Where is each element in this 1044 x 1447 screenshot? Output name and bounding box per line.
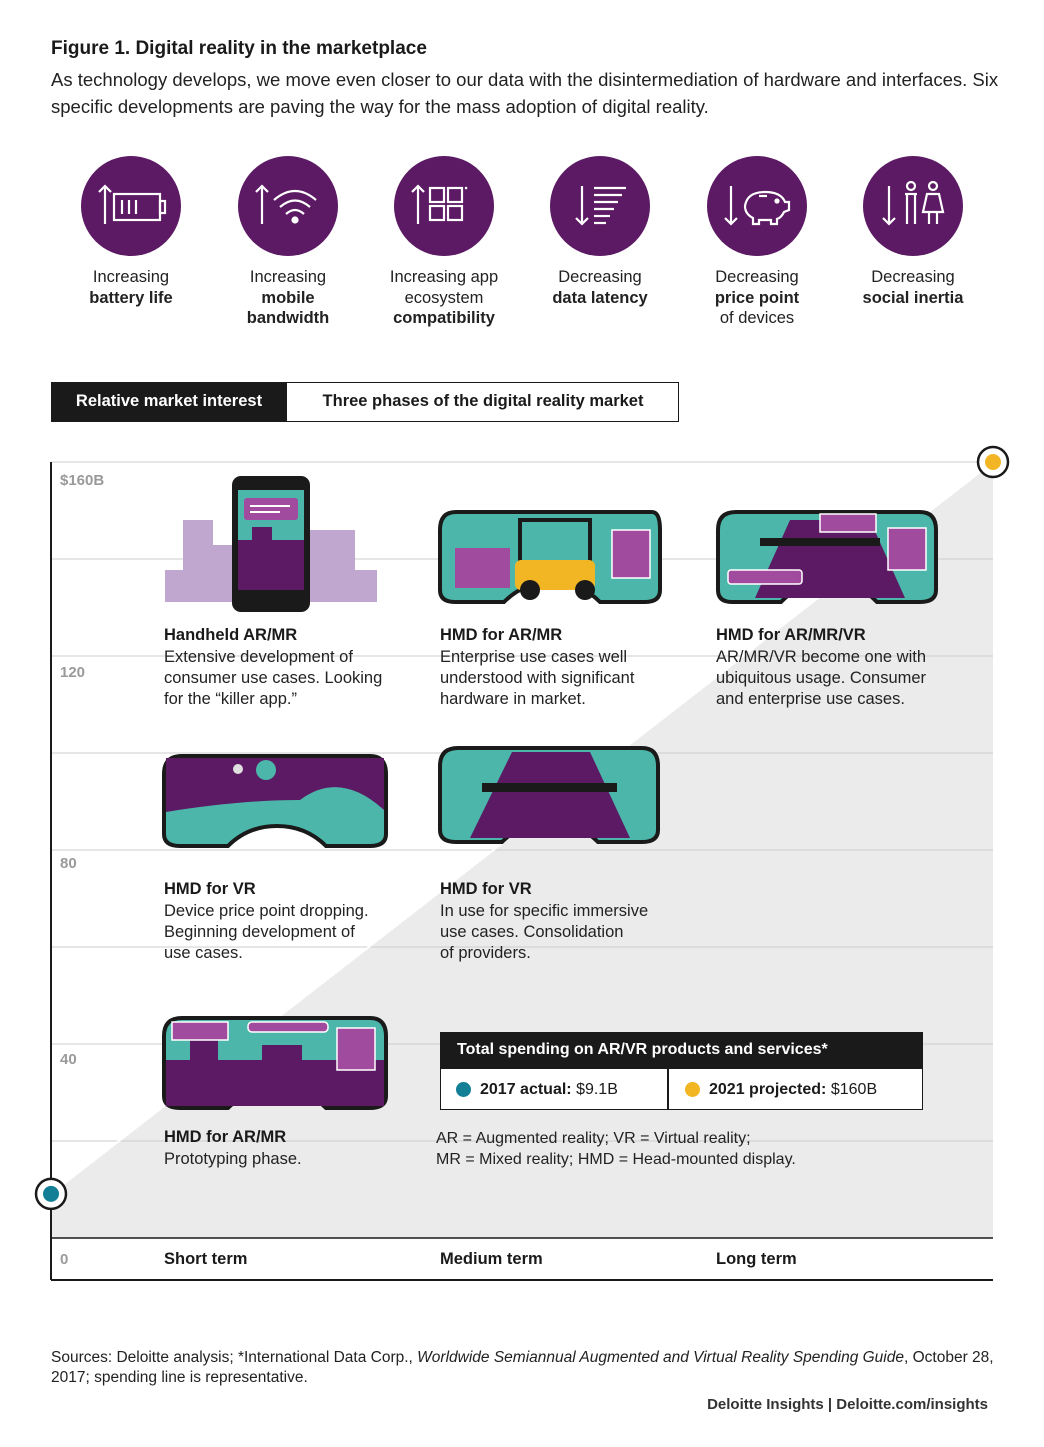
x-tick-label: Medium term [440,1250,543,1268]
phase-title: HMD for AR/MR [164,1128,287,1146]
legend-box [440,1068,923,1110]
legend-divider [667,1068,669,1110]
y-tick-label: $160B [60,472,105,489]
legend-dot-projected [685,1082,700,1097]
tab-three-phases: Three phases of the digital reality mark… [322,392,644,410]
x-tick-label: Short term [164,1250,248,1268]
people-icon [863,156,963,256]
hmd-ar-city-illustration [162,1016,388,1110]
phase-title: HMD for VR [164,880,256,898]
hmd-ar-warehouse-illustration [438,510,662,604]
phase-title: Handheld AR/MR [164,626,298,644]
handheld-ar-illustration [165,476,377,612]
phase-title: HMD for AR/MR [440,626,563,644]
y-tick-label: 80 [60,855,77,872]
phase-title: HMD for VR [440,880,532,898]
legend-title: Total spending on AR/VR products and ser… [440,1032,923,1068]
brand-footer: Deloitte Insights | Deloitte.com/insight… [707,1396,988,1413]
data-point-2021 [985,454,1001,470]
abbreviations-note: AR = Augmented reality; VR = Virtual rea… [436,1130,796,1168]
y-tick-label: 120 [60,664,86,681]
phase-title: HMD for AR/MR/VR [716,626,866,644]
x-tick-label: Long term [716,1250,797,1268]
phase-description: Device price point dropping.Beginning de… [164,902,369,962]
latency-lines-icon [550,156,650,256]
phase-description: Prototyping phase. [164,1150,302,1168]
app-grid-icon [394,156,494,256]
battery-icon [81,156,181,256]
hmd-vr-moon-illustration [162,754,388,848]
hmd-ar-mr-vr-tennis-illustration [716,510,938,604]
hmd-vr-tennis-illustration [438,746,660,844]
legend-actual: 2017 actual: $9.1B [480,1081,618,1098]
data-point-2017 [43,1185,59,1202]
legend-dot-actual [456,1082,471,1097]
piggy-bank-icon [707,156,807,256]
figure-subtitle: As technology develops, we move even clo… [51,69,999,117]
figure-title: Figure 1. Digital reality in the marketp… [51,38,427,59]
tab-relative-market-interest: Relative market interest [51,382,287,421]
y-tick-label: 40 [60,1051,77,1068]
legend-projected: 2021 projected: $160B [709,1081,878,1098]
y-tick-label: 0 [60,1251,69,1268]
wifi-icon [238,156,338,256]
sources-note: Sources: Deloitte analysis; *Internation… [51,1349,994,1386]
